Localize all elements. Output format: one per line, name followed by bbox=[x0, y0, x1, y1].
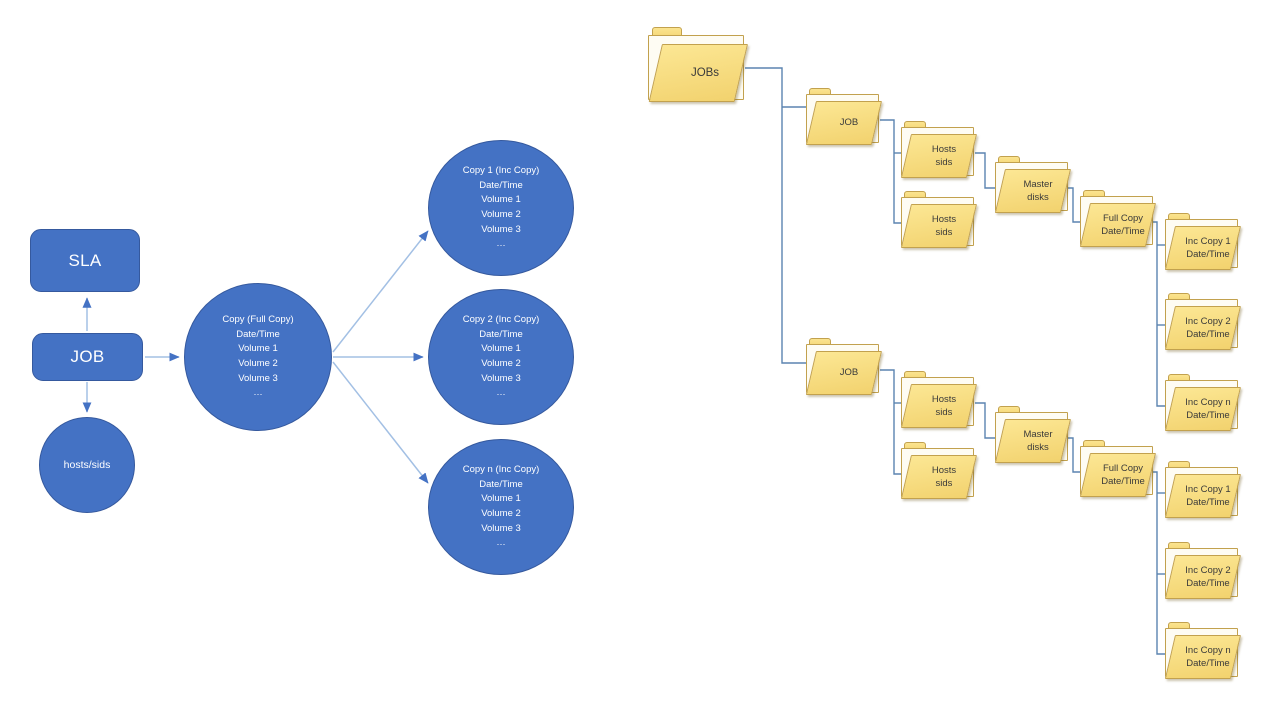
hosts-sids-node: hosts/sids bbox=[39, 417, 135, 513]
folder-label: JOB bbox=[839, 117, 859, 129]
inc-copy-2-node: Copy 2 (Inc Copy) Date/Time Volume 1 Vol… bbox=[428, 289, 574, 425]
folder-label: Hosts sids bbox=[931, 213, 957, 238]
folder-label: Hosts sids bbox=[931, 464, 957, 489]
folder-job2-hosts-sids-b: Hosts sids bbox=[900, 442, 977, 499]
folder-label: Master disks bbox=[1023, 428, 1053, 453]
inc-copy-1-node: Copy 1 (Inc Copy) Date/Time Volume 1 Vol… bbox=[428, 140, 574, 276]
folder-label: Full Copy Date/Time bbox=[1101, 212, 1145, 237]
folder-job1-master-disks: Master disks bbox=[994, 156, 1071, 213]
connector-job2-children bbox=[880, 369, 901, 475]
folder-label: Inc Copy 2 Date/Time bbox=[1185, 564, 1231, 589]
folder-job1-inc-copy-2: Inc Copy 2 Date/Time bbox=[1164, 293, 1241, 350]
full-copy-node: Copy (Full Copy) Date/Time Volume 1 Volu… bbox=[184, 283, 332, 431]
inc-copy-n-node: Copy n (Inc Copy) Date/Time Volume 1 Vol… bbox=[428, 439, 574, 575]
folder-job2-inc-copy-1: Inc Copy 1 Date/Time bbox=[1164, 461, 1241, 518]
connector-master1-full1 bbox=[1066, 187, 1080, 223]
folder-job2-full-copy: Full Copy Date/Time bbox=[1079, 440, 1156, 497]
folder-job2-master-disks: Master disks bbox=[994, 406, 1071, 463]
connector-job1-children bbox=[880, 119, 901, 224]
connector-hosts2-master2 bbox=[975, 402, 995, 439]
arrow-fullcopy-to-incn bbox=[332, 361, 429, 484]
folder-label: JOB bbox=[839, 367, 859, 379]
connector-master2-full2 bbox=[1066, 437, 1080, 473]
folder-job1-full-copy: Full Copy Date/Time bbox=[1079, 190, 1156, 247]
connector-hosts1-master1 bbox=[975, 152, 995, 189]
folder-job2-hosts-sids-a: Hosts sids bbox=[900, 371, 977, 428]
folder-job1-inc-copy-n: Inc Copy n Date/Time bbox=[1164, 374, 1241, 431]
folder-job2-inc-copy-n: Inc Copy n Date/Time bbox=[1164, 622, 1241, 679]
folder-job1-hosts-sids-a: Hosts sids bbox=[900, 121, 977, 178]
folder-job2-inc-copy-2: Inc Copy 2 Date/Time bbox=[1164, 542, 1241, 599]
folder-label: Master disks bbox=[1023, 178, 1053, 203]
folder-label: Full Copy Date/Time bbox=[1101, 462, 1145, 487]
folder-label: Inc Copy 1 Date/Time bbox=[1185, 483, 1231, 508]
folder-job-2: JOB bbox=[805, 338, 882, 395]
folder-job1-inc-copy-1: Inc Copy 1 Date/Time bbox=[1164, 213, 1241, 270]
folder-job1-hosts-sids-b: Hosts sids bbox=[900, 191, 977, 248]
connector-jobs-trunk bbox=[745, 67, 806, 364]
folder-jobs-root: JOBs bbox=[648, 27, 748, 102]
folder-label: Inc Copy n Date/Time bbox=[1185, 396, 1231, 421]
sla-node: SLA bbox=[30, 229, 140, 292]
connector-full2-incs bbox=[1150, 471, 1165, 655]
connector-full1-incs bbox=[1150, 221, 1165, 407]
folder-label: Inc Copy 2 Date/Time bbox=[1185, 315, 1231, 340]
folder-label: Inc Copy n Date/Time bbox=[1185, 644, 1231, 669]
job-node: JOB bbox=[32, 333, 143, 381]
folder-label: Inc Copy 1 Date/Time bbox=[1185, 235, 1231, 260]
folder-label: JOBs bbox=[690, 67, 720, 79]
folder-label: Hosts sids bbox=[931, 143, 957, 168]
arrow-fullcopy-to-inc1 bbox=[332, 230, 429, 353]
folder-job-1: JOB bbox=[805, 88, 882, 145]
folder-label: Hosts sids bbox=[931, 393, 957, 418]
